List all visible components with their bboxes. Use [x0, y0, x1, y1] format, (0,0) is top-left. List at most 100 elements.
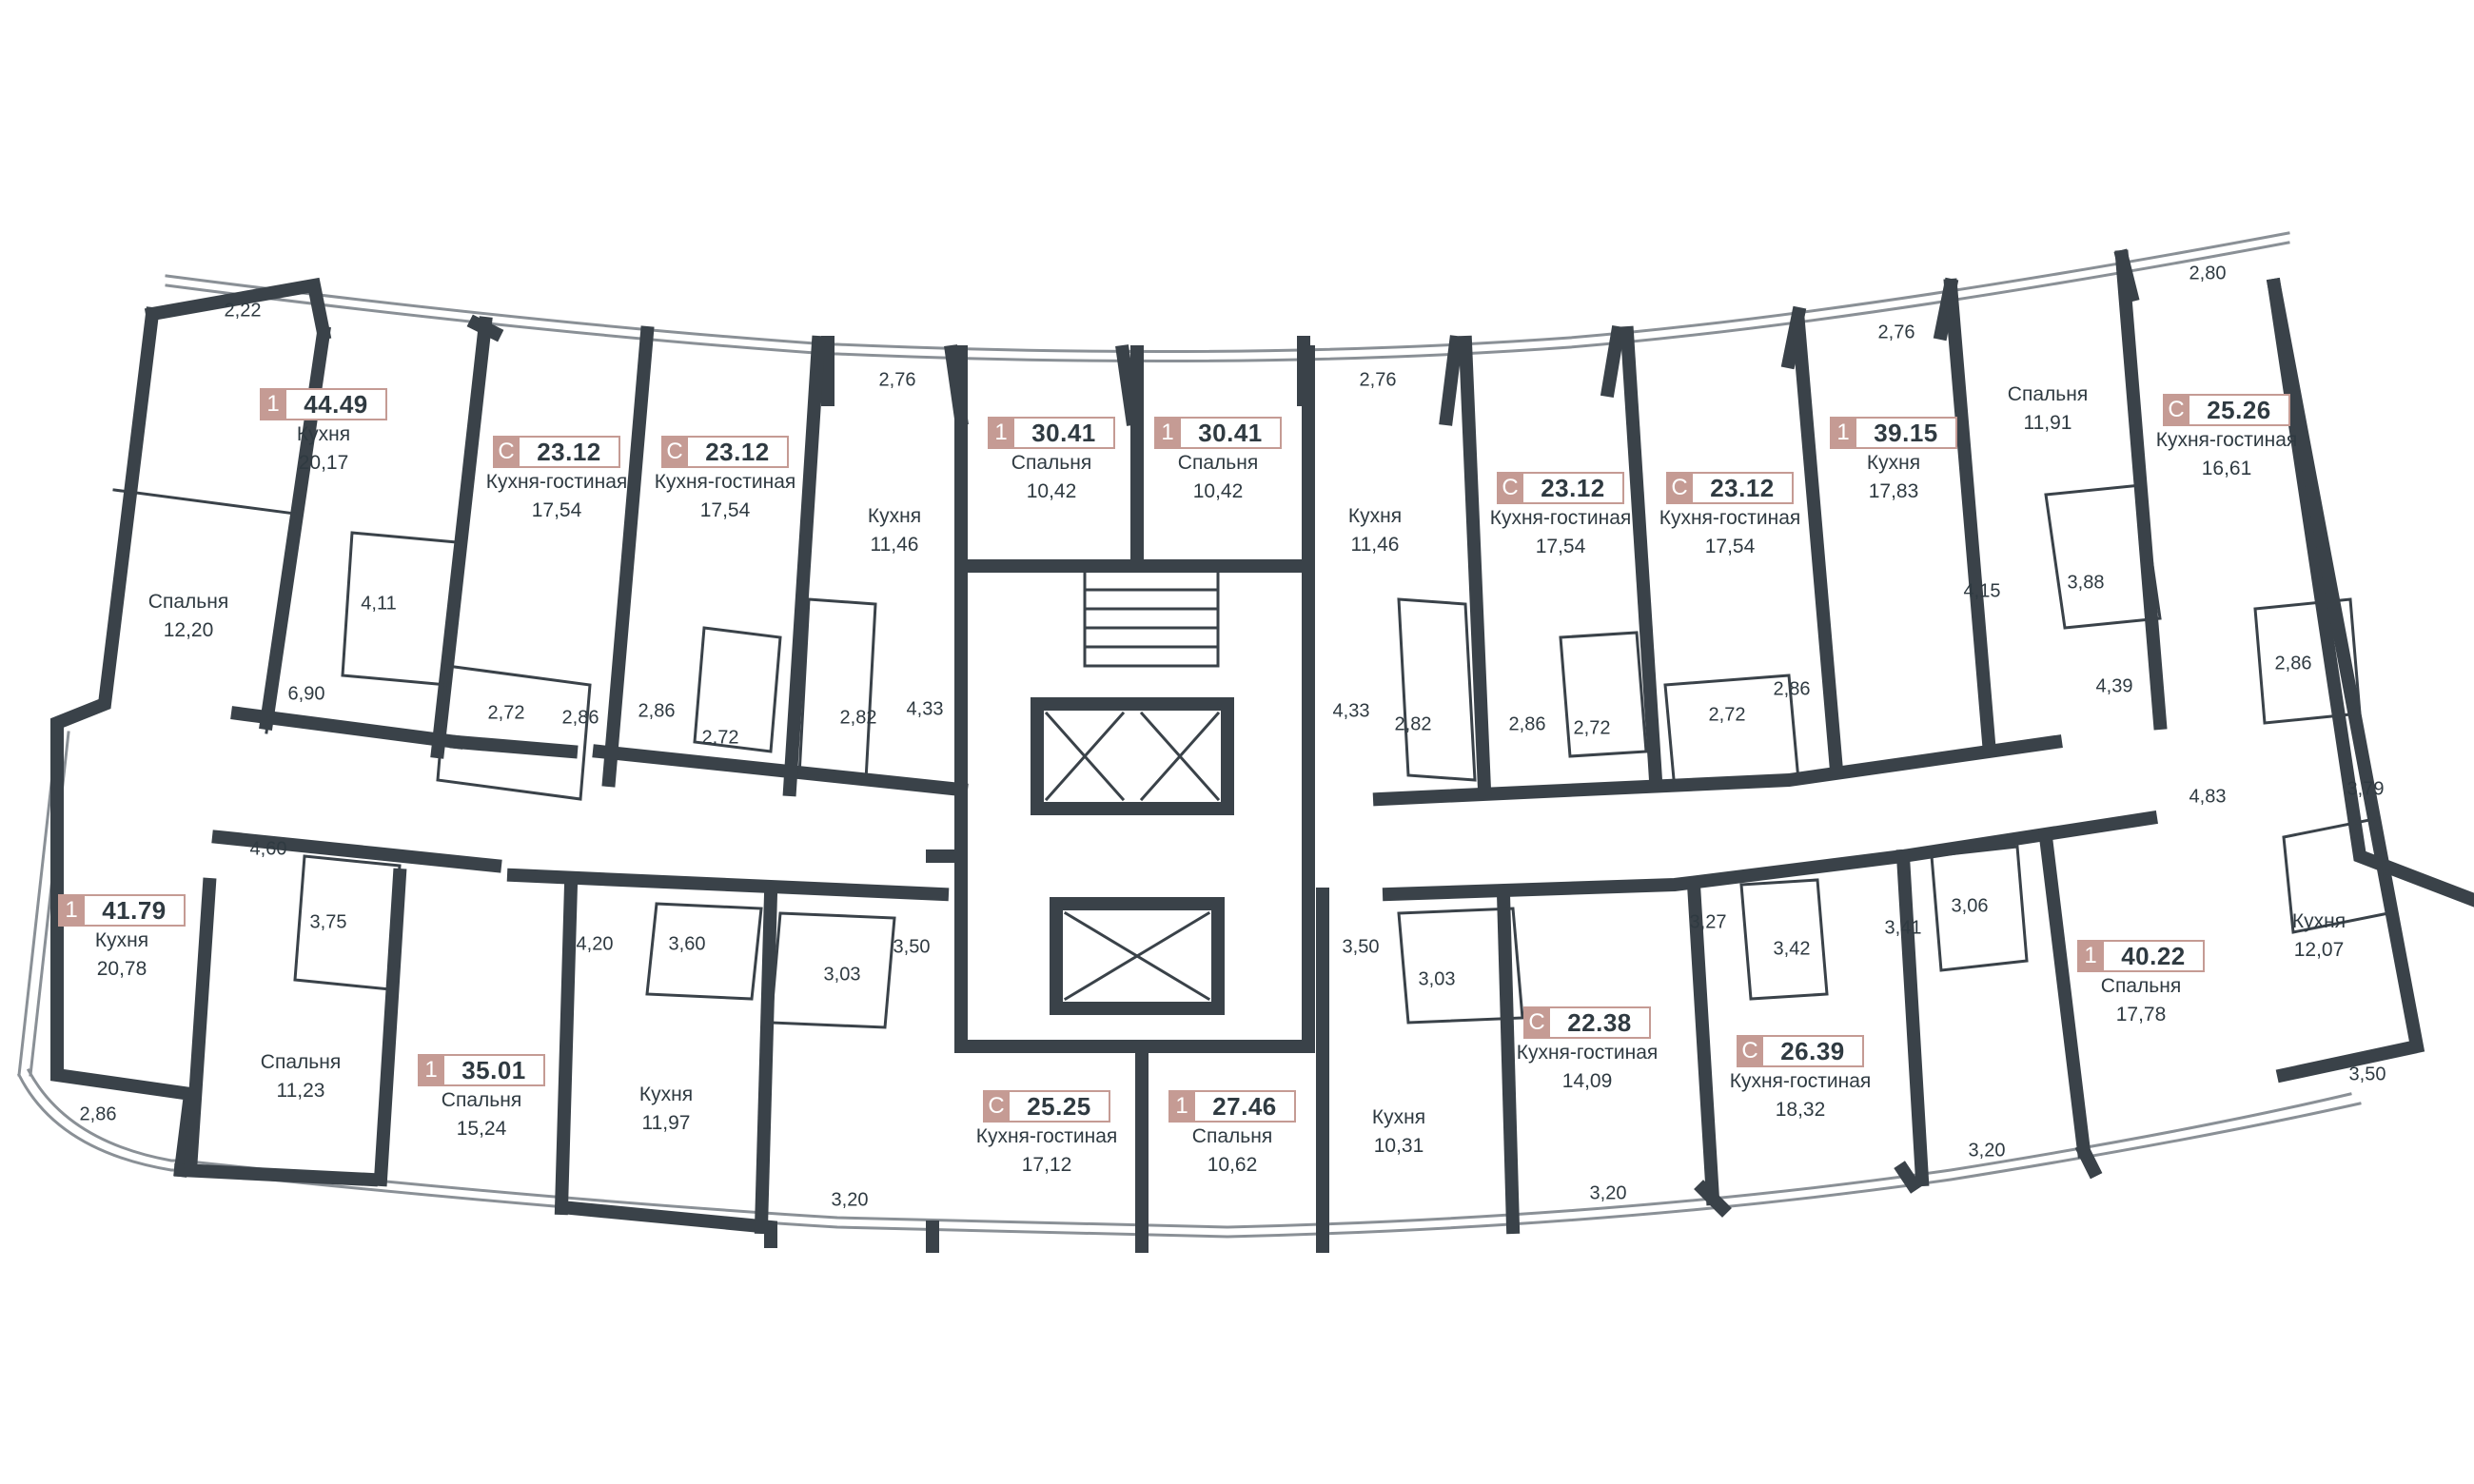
measure-label: 3,75: [309, 911, 347, 933]
apartment-badge: С 22.38: [1523, 1006, 1651, 1039]
apartment-type: С: [493, 436, 520, 468]
apartment-type: С: [983, 1090, 1010, 1123]
room-area: 20,17: [298, 452, 349, 474]
room-label: Спальня 11,23: [261, 1048, 341, 1105]
apartment-type: 1: [418, 1054, 444, 1086]
room-name: Кухня: [2291, 910, 2346, 932]
room-label: Кухня-гостиная 17,54: [1490, 504, 1632, 561]
room-name: Кухня: [296, 423, 351, 445]
room-label: Кухня-гостиная 17,54: [655, 468, 796, 525]
room-label: Спальня 17,78: [2101, 972, 2181, 1029]
room-area: 17,54: [699, 499, 751, 521]
room-area: 11,97: [641, 1112, 691, 1134]
apartment-badge: С 23.12: [1666, 472, 1794, 504]
measure-label: 2,86: [79, 1103, 117, 1125]
measure-label: 2,86: [561, 707, 599, 729]
room-name: Кухня-гостиная: [975, 1125, 1118, 1147]
apartment-badge: 1 35.01: [418, 1054, 545, 1086]
room-label: Спальня 10,42: [1011, 449, 1091, 506]
apartment-badge: С 26.39: [1737, 1035, 1864, 1067]
room-area: 18,32: [1775, 1099, 1826, 1121]
measure-label: 2,86: [1773, 678, 1811, 700]
room-area: 11,46: [870, 534, 919, 556]
room-area: 17,78: [2115, 1004, 2167, 1025]
room-area: 10,42: [1192, 480, 1244, 502]
room-area: 10,42: [1026, 480, 1077, 502]
apartment-area: 39.15: [1856, 417, 1957, 449]
apartment-type: 1: [1830, 417, 1856, 449]
room-area: 11,23: [276, 1080, 325, 1102]
room-area: 17,54: [1535, 536, 1586, 557]
room-label: Кухня-гостиная 18,32: [1730, 1067, 1872, 1124]
walls: [50, 248, 2474, 1253]
measure-label: 2,72: [1573, 717, 1611, 739]
apartment-area: 23.12: [520, 436, 620, 468]
room-label: Кухня-гостиная 14,09: [1517, 1039, 1659, 1096]
measure-label: 3,06: [1951, 895, 1989, 917]
measure-label: 2,82: [839, 707, 877, 729]
apartment-area: 22.38: [1550, 1006, 1651, 1039]
measure-label: 3,50: [2348, 1064, 2386, 1085]
room-label: Кухня 20,17: [297, 420, 350, 478]
room-name: Кухня-гостиная: [1729, 1070, 1872, 1092]
apartment-type: С: [1523, 1006, 1550, 1039]
measure-label: 2,80: [2189, 263, 2227, 284]
room-name: Спальня: [147, 591, 229, 613]
room-name: Кухня-гостиная: [485, 471, 628, 493]
room-label: Спальня 11,91: [2008, 381, 2088, 438]
apartment-type: С: [661, 436, 688, 468]
measure-label: 2,72: [701, 727, 739, 749]
measure-label: 2,86: [638, 700, 676, 722]
measure-label: 4,20: [576, 933, 614, 955]
room-label: Кухня-гостиная 17,12: [976, 1123, 1118, 1180]
apartment-badge: С 25.25: [983, 1090, 1110, 1123]
apartment-badge: С 23.12: [661, 436, 789, 468]
measure-label: 3,27: [1689, 911, 1727, 933]
apartment-type: 1: [260, 388, 286, 420]
apartment-type: С: [1497, 472, 1523, 504]
room-area: 10,62: [1207, 1154, 1258, 1176]
measure-label: 3,79: [2346, 778, 2385, 800]
room-name: Кухня: [638, 1084, 694, 1105]
measure-label: 2,82: [1394, 713, 1432, 735]
room-name: Кухня: [1371, 1106, 1426, 1128]
apartment-area: 25.25: [1010, 1090, 1110, 1123]
room-label: Кухня 12,07: [2292, 908, 2346, 965]
measure-label: 4,33: [906, 698, 944, 720]
room-name: Кухня: [1347, 505, 1403, 527]
room-name: Кухня: [867, 505, 922, 527]
room-area: 16,61: [2201, 458, 2252, 479]
measure-label: 3,50: [1342, 936, 1380, 958]
measure-label: 4,60: [249, 838, 287, 860]
measure-label: 3,03: [1418, 968, 1456, 990]
measure-label: 2,76: [1359, 369, 1397, 391]
measure-label: 3,50: [893, 936, 931, 958]
room-area: 15,24: [456, 1118, 507, 1140]
room-label: Кухня 10,31: [1372, 1103, 1425, 1161]
interior-lines: [112, 483, 2390, 1029]
room-area: 20,78: [96, 958, 147, 980]
apartment-badge: 1 39.15: [1830, 417, 1957, 449]
room-label: Кухня 17,83: [1867, 449, 1920, 506]
room-name: Кухня-гостиная: [1489, 507, 1632, 529]
measure-label: 4,39: [2095, 675, 2133, 697]
room-area: 17,12: [1021, 1154, 1072, 1176]
room-name: Кухня-гостиная: [1659, 507, 1801, 529]
room-label: Кухня-гостиная 17,54: [1659, 504, 1801, 561]
measure-label: 2,72: [487, 702, 525, 724]
room-name: Спальня: [2007, 383, 2089, 405]
room-name: Спальня: [260, 1051, 342, 1073]
apartment-type: С: [2163, 394, 2189, 426]
room-label: Спальня 10,62: [1192, 1123, 1272, 1180]
room-area: 11,46: [1350, 534, 1400, 556]
apartment-type: С: [1666, 472, 1693, 504]
apartment-area: 26.39: [1763, 1035, 1864, 1067]
apartment-area: 25.26: [2189, 394, 2290, 426]
measure-label: 2,22: [224, 300, 262, 322]
room-area: 17,54: [531, 499, 582, 521]
room-name: Кухня: [94, 929, 149, 951]
room-name: Спальня: [1191, 1125, 1273, 1147]
apartment-type: 1: [1154, 417, 1181, 449]
room-label: Кухня 11,46: [868, 502, 921, 559]
